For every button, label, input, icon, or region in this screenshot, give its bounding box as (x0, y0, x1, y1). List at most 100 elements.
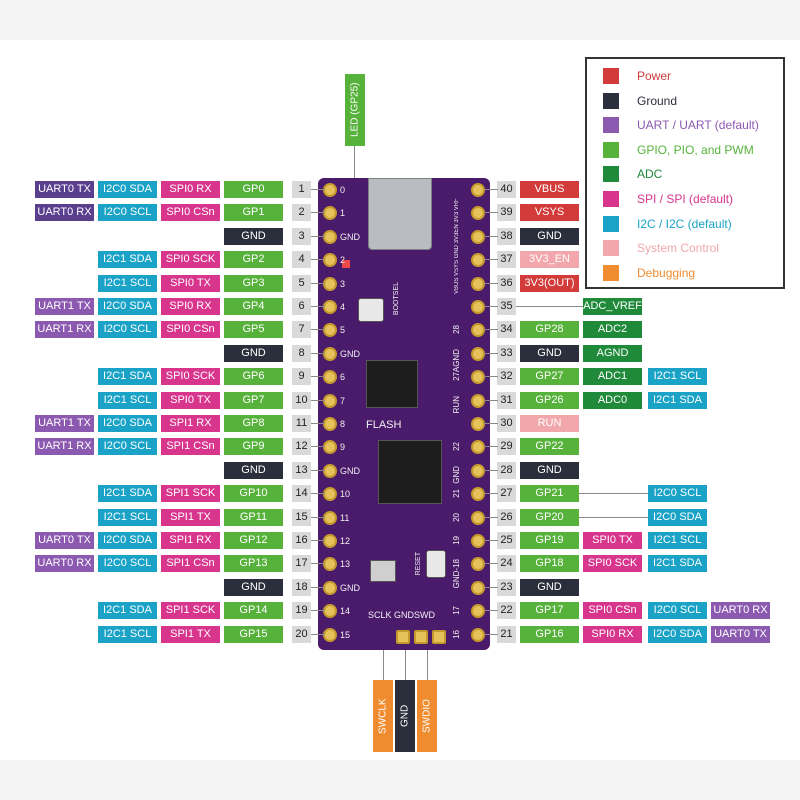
pin-connector (311, 282, 325, 284)
pin-number: 11 (292, 415, 311, 432)
pin-number: 14 (292, 485, 311, 503)
silk-left: GND (340, 231, 360, 242)
pad-right (471, 580, 485, 595)
legend-swatch (603, 117, 619, 134)
pin-label: SPI0 CSn (161, 321, 220, 339)
crystal (370, 560, 396, 582)
pin-connector (484, 586, 498, 588)
pin-label: I2C1 SDA (98, 485, 157, 503)
silk-left: 12 (340, 536, 351, 546)
pin-label: ADC1 (583, 368, 642, 386)
debug-connector (383, 650, 384, 680)
pin-connector (484, 399, 498, 401)
silk-right: 22 (452, 442, 461, 452)
pin-number: 1 (292, 181, 311, 198)
pin-connector (579, 516, 648, 518)
pin-label: SPI1 CSn (161, 438, 220, 456)
pin-connector (311, 633, 325, 635)
pin-label: GP1 (224, 204, 283, 222)
pin-label: SPI0 SCK (161, 251, 220, 269)
pin-label: GP8 (224, 415, 283, 432)
pin-label: I2C0 SCL (98, 438, 157, 456)
pin-label: I2C1 SCL (648, 368, 707, 386)
pin-label: I2C0 SDA (648, 625, 707, 643)
pin-connector (311, 329, 325, 331)
pin-number: 35 (497, 298, 516, 315)
pin-label: I2C1 SDA (98, 368, 157, 386)
pin-label: 3V3(OUT) (520, 274, 579, 292)
top-right-silk-text: VBUS VSYS GND 3V3EN 3V3 VRF (454, 198, 460, 294)
pin-connector (311, 352, 325, 354)
pin-label: GP28 (520, 321, 579, 339)
pin-connector (484, 282, 498, 284)
debug-label: GND (395, 680, 415, 752)
legend-label: SPI / SPI (default) (637, 192, 734, 206)
silk-left: 7 (340, 395, 346, 406)
pad-left (323, 604, 337, 619)
pad-right (471, 206, 485, 221)
pad-right (471, 300, 485, 314)
pin-connector (311, 306, 325, 307)
pin-label: I2C0 SDA (98, 415, 157, 432)
silk-right: 16 (452, 629, 461, 639)
legend-label: Power (637, 69, 672, 83)
pin-number: 21 (497, 625, 516, 643)
pin-number: 6 (292, 298, 311, 315)
pad-right (471, 393, 485, 408)
silk-left: 10 (340, 489, 351, 500)
pad-right (471, 183, 485, 197)
pin-label: I2C0 SCL (648, 485, 707, 503)
silk-right: 28 (452, 325, 461, 335)
pad-left (323, 580, 337, 595)
pin-connector (311, 516, 325, 518)
silk-right: 19 (452, 536, 461, 545)
pin-number: 4 (292, 251, 311, 269)
silk-right: GND (452, 465, 461, 484)
silk-left: GND (340, 465, 360, 476)
pin-label: SPI1 CSn (161, 555, 220, 573)
bootsel-button[interactable] (358, 298, 384, 322)
pin-label: SPI0 TX (161, 391, 220, 409)
top-band (0, 0, 800, 40)
pin-connector (311, 376, 325, 378)
legend-swatch (603, 191, 619, 207)
pin-connector (484, 376, 498, 378)
pin-connector (484, 516, 498, 518)
pin-label: GND (224, 461, 283, 479)
pin-connector (311, 235, 325, 237)
pad-left (323, 463, 337, 478)
legend-label: Debugging (637, 265, 696, 280)
led-label: LED (GP25) (345, 74, 365, 146)
pin-connector (311, 399, 325, 401)
pin-number: 3 (292, 227, 311, 245)
pin-connector (484, 469, 498, 471)
debug-label-text: GND (399, 704, 411, 728)
pin-label: GND (224, 578, 283, 596)
silk-left: 8 (340, 419, 346, 429)
pad-debug (396, 630, 410, 644)
silk-left: 4 (340, 302, 346, 312)
silk-right: AGND (452, 348, 461, 372)
pad-left (323, 393, 337, 408)
pin-label: GP21 (520, 485, 579, 503)
legend-swatch (603, 92, 619, 109)
pin-number: 31 (497, 391, 516, 409)
pin-label: I2C1 SDA (98, 602, 157, 620)
pin-label: I2C1 SCL (98, 508, 157, 526)
pin-label: SPI0 SCK (161, 368, 220, 386)
reset-silk: RESET (414, 552, 424, 575)
led-label-text: LED (GP25) (349, 82, 361, 138)
pin-label: I2C0 SDA (648, 508, 707, 526)
pin-label: ADC_VREF (583, 298, 642, 315)
reset-button[interactable] (426, 550, 446, 578)
silk-left: 6 (340, 372, 346, 383)
pin-connector (311, 189, 325, 190)
pin-label: GP6 (224, 368, 283, 386)
legend-swatch (603, 240, 619, 257)
legend-label: System Control (637, 241, 720, 256)
pin-number: 36 (497, 274, 516, 292)
pin-label: GP3 (224, 274, 283, 292)
pin-label: I2C1 SDA (98, 251, 157, 269)
pin-number: 37 (497, 251, 516, 269)
pin-label: GP20 (520, 508, 579, 526)
